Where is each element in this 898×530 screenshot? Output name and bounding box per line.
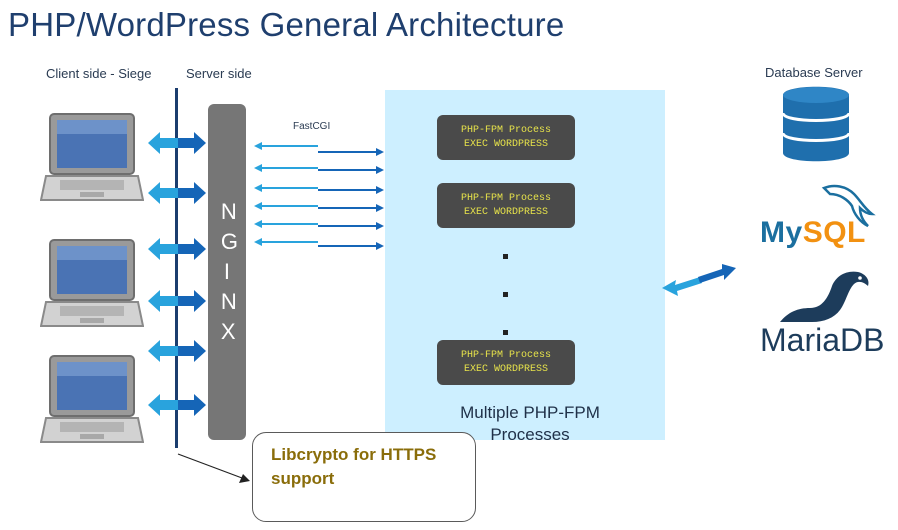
- multiple-processes-label: Multiple PHP-FPM Processes: [440, 402, 620, 446]
- database-server-label: Database Server: [765, 65, 863, 80]
- process-line1: PHP-FPM Process: [460, 124, 551, 136]
- double-arrow-icon: [148, 182, 206, 204]
- process-line2: EXEC WORDPRESS: [463, 138, 548, 150]
- double-arrow-icon: [148, 132, 206, 154]
- ellipsis-dot: [503, 254, 508, 259]
- mariadb-seal-icon: [780, 271, 869, 322]
- process-line2: EXEC WORDPRESS: [463, 363, 548, 375]
- laptop-icon: [40, 113, 144, 201]
- mysql-dolphin-icon: [821, 184, 876, 228]
- callout-line2: support: [271, 469, 335, 488]
- double-arrow-icon: [148, 290, 206, 312]
- libcrypto-callout: Libcrypto for HTTPS support: [252, 432, 476, 522]
- multiple-processes-line2: Processes: [490, 425, 570, 444]
- process-line1: PHP-FPM Process: [460, 349, 551, 361]
- client-side-label: Client side - Siege: [46, 66, 152, 81]
- fastcgi-right-arrows: [318, 148, 384, 250]
- server-boundary-line: [175, 88, 178, 448]
- ellipsis-dot: [503, 292, 508, 297]
- fastcgi-label: FastCGI: [293, 121, 331, 132]
- nginx-label: NGINX: [220, 199, 238, 344]
- double-arrow-icon: [148, 394, 206, 416]
- callout-pointer: [177, 453, 250, 483]
- callout-line1: Libcrypto for HTTPS: [271, 445, 437, 464]
- laptop-icon: [40, 355, 144, 443]
- double-arrow-icon: [148, 238, 206, 260]
- client-server-arrows: [148, 132, 206, 416]
- php-fpm-process-2: PHP-FPM Process EXEC WORDPRESS: [437, 183, 575, 228]
- diagram-title: PHP/WordPress General Architecture: [8, 6, 565, 43]
- ellipsis-dot: [503, 330, 508, 335]
- database-icon: [781, 86, 851, 162]
- php-fpm-process-3: PHP-FPM Process EXEC WORDPRESS: [437, 340, 575, 385]
- laptop-icon: [40, 239, 144, 327]
- mysql-logo-text: MySQL: [760, 216, 866, 249]
- server-side-label: Server side: [186, 66, 252, 81]
- nginx-server: NGINX: [208, 104, 246, 440]
- php-fpm-process-1: PHP-FPM Process EXEC WORDPRESS: [437, 115, 575, 160]
- fastcgi-arrows: [254, 142, 384, 250]
- process-line2: EXEC WORDPRESS: [463, 206, 548, 218]
- double-arrow-icon: [148, 340, 206, 362]
- mariadb-logo: MariaDB: [760, 322, 885, 358]
- multiple-processes-line1: Multiple PHP-FPM: [460, 403, 600, 422]
- fastcgi-left-arrows: [254, 142, 318, 246]
- mysql-logo: MySQL: [760, 216, 866, 250]
- database-double-arrow-icon: [662, 264, 736, 296]
- process-line1: PHP-FPM Process: [460, 192, 551, 204]
